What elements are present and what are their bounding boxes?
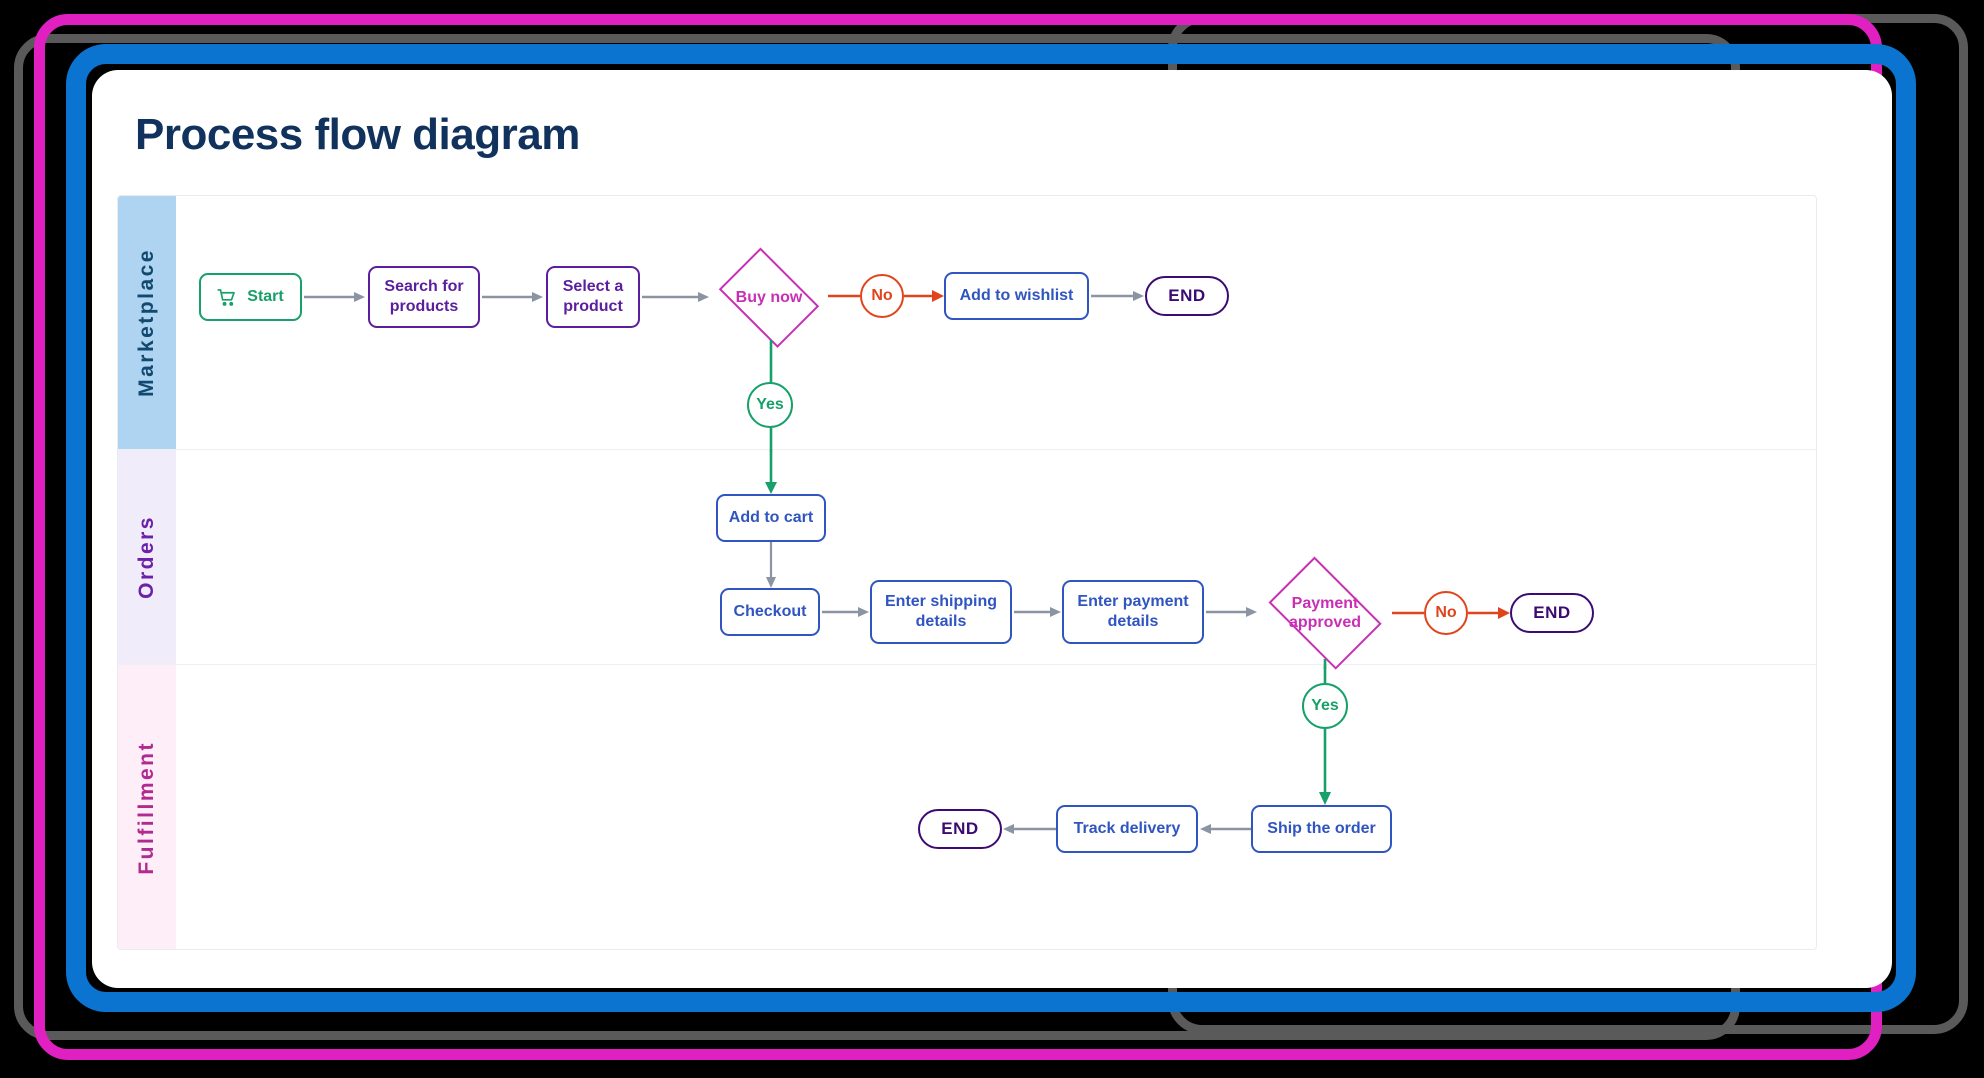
node-ship-the-order[interactable]: Ship the order [1251,805,1392,853]
node-add-to-cart[interactable]: Add to cart [716,494,826,542]
node-yes-buy-now-label: Yes [756,396,784,413]
node-track-delivery[interactable]: Track delivery [1056,805,1198,853]
swimlane-label-orders-text: Orders [135,515,158,599]
node-checkout-label: Checkout [733,603,807,621]
node-select-product[interactable]: Select a product [546,266,640,328]
edge-select-product-to-buy-now [642,290,710,304]
edge-yes-to-ship-order [1319,729,1335,805]
node-end-delivery-label: END [941,818,979,838]
edge-payment-approved-to-no [1392,608,1424,618]
node-end-wishlist[interactable]: END [1145,276,1229,316]
node-checkout[interactable]: Checkout [720,588,820,636]
node-end-payment-declined[interactable]: END [1510,593,1594,633]
node-enter-payment-details[interactable]: Enter payment details [1062,580,1204,644]
node-add-to-wishlist-label: Add to wishlist [959,287,1074,305]
node-end-payment-declined-label: END [1533,602,1571,622]
page-title: Process flow diagram [135,110,580,159]
edge-checkout-to-shipping-details [822,605,870,619]
node-select-product-label: Select a product [562,278,624,315]
edge-track-delivery-to-end [1002,822,1056,836]
edge-start-to-search-products [304,290,366,304]
edge-payment-details-to-payment-approved [1206,605,1258,619]
swimlane-label-orders: Orders [118,450,176,664]
node-add-to-wishlist[interactable]: Add to wishlist [944,272,1089,320]
swimlane-label-fulfillment: Fulfillment [118,665,176,949]
swimlane-body-fulfillment: Yes Ship the order Track delivery [176,665,1816,949]
node-start[interactable]: Start [199,273,302,321]
edge-green-entry-fulfillment [1321,665,1329,683]
node-no-buy-now-label: No [871,287,893,304]
edge-ship-order-to-track-delivery [1199,822,1251,836]
node-ship-the-order-label: Ship the order [1267,820,1376,838]
edge-yes-to-add-to-cart [765,450,781,494]
shopping-cart-icon [217,288,236,307]
node-no-buy-now[interactable]: No [860,274,904,318]
swimlane-body-marketplace: Start Search for products Select a produ… [176,196,1816,452]
node-payment-approved-label: Payment approved [1288,594,1361,631]
node-yes-payment-approved[interactable]: Yes [1302,683,1348,729]
node-enter-shipping-details-label: Enter shipping details [885,593,997,630]
node-track-delivery-label: Track delivery [1073,820,1181,838]
node-yes-buy-now[interactable]: Yes [747,382,793,428]
edge-shipping-to-payment-details [1014,605,1062,619]
node-end-delivery[interactable]: END [918,809,1002,849]
swimlane-label-marketplace-text: Marketplace [135,248,158,397]
edge-search-products-to-select-product [482,290,544,304]
node-no-payment-approved-label: No [1435,604,1457,621]
edge-no-to-end-payment [1468,606,1510,620]
swimlane-marketplace: Marketplace Start [118,196,1816,452]
process-flow-diagram: Marketplace Start [117,195,1817,950]
swimlane-orders: Orders Add to cart Checkout [118,450,1816,670]
edge-buy-now-to-no [828,291,860,301]
edge-add-to-wishlist-to-end [1091,289,1145,303]
edge-buy-now-to-yes [767,340,775,382]
node-search-products[interactable]: Search for products [368,266,480,328]
node-add-to-cart-label: Add to cart [728,509,814,527]
swimlane-fulfillment: Fulfillment Yes Ship the order [118,665,1816,949]
swimlane-body-orders: Add to cart Checkout Enter shipping deta… [176,450,1816,670]
node-start-label: Start [247,288,284,306]
node-yes-payment-approved-label: Yes [1311,697,1339,714]
node-payment-approved[interactable]: Payment approved [1258,556,1392,670]
decorative-frame-blue [66,44,1916,1012]
swimlane-label-fulfillment-text: Fulfillment [135,741,158,875]
edge-add-to-cart-to-checkout [766,542,780,588]
content-card: Process flow diagram Marketplace S [92,70,1892,988]
node-enter-payment-details-label: Enter payment details [1077,593,1189,630]
node-buy-now[interactable]: Buy now [710,247,828,349]
node-end-wishlist-label: END [1168,285,1206,305]
node-enter-shipping-details[interactable]: Enter shipping details [870,580,1012,644]
edge-yes-tail-marketplace [767,428,775,452]
swimlane-label-marketplace: Marketplace [118,196,176,449]
node-buy-now-label: Buy now [735,289,803,307]
node-search-products-label: Search for products [384,278,464,315]
node-no-payment-approved[interactable]: No [1424,591,1468,635]
edge-no-to-add-to-wishlist [904,289,944,303]
